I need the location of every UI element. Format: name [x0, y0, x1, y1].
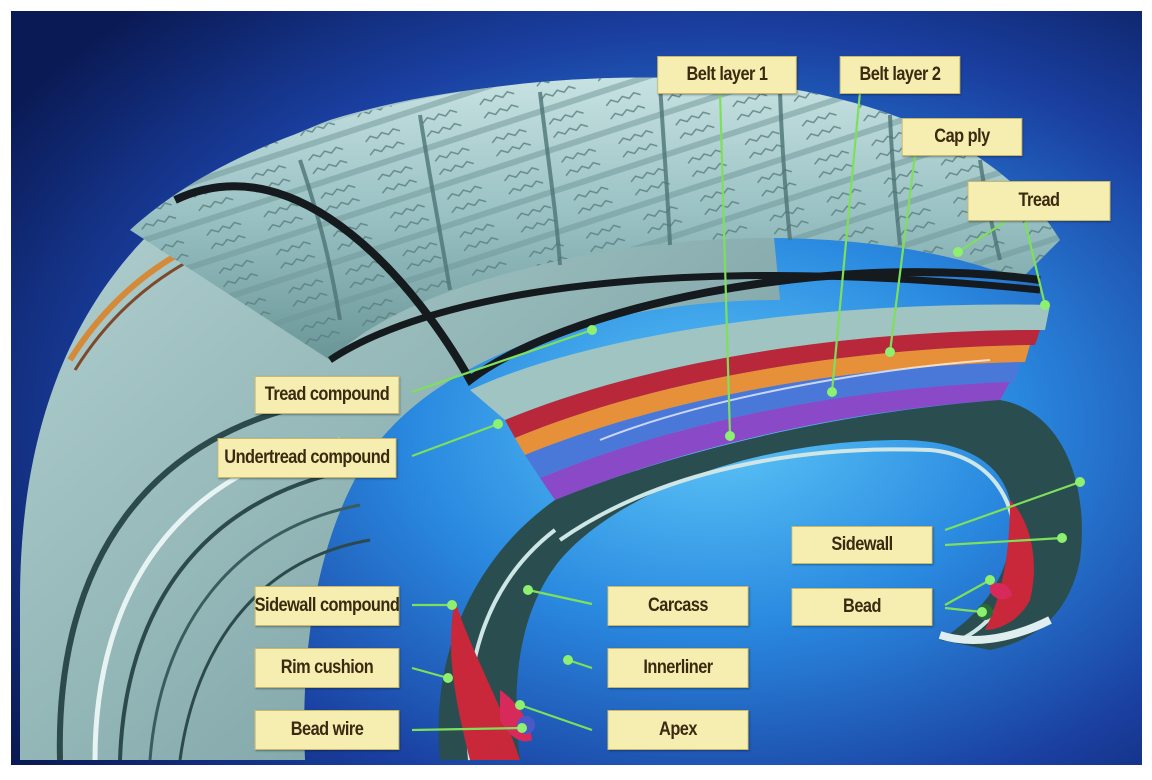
label-belt-layer-1: Belt layer 1 — [657, 56, 796, 94]
label-bead-wire: Bead wire — [255, 710, 399, 750]
label-tread: Tread — [968, 181, 1111, 221]
label-innerliner: Innerliner — [607, 648, 748, 688]
label-tread-compound: Tread compound — [255, 376, 399, 414]
label-bead: Bead — [791, 588, 932, 626]
label-apex: Apex — [607, 710, 748, 750]
label-sidewall: Sidewall — [791, 526, 932, 564]
label-sidewall-compound: Sidewall compound — [255, 586, 399, 626]
label-rim-cushion: Rim cushion — [255, 648, 399, 688]
label-belt-layer-2: Belt layer 2 — [840, 56, 960, 94]
label-carcass: Carcass — [607, 586, 748, 626]
label-undertread-compound: Undertread compound — [218, 438, 397, 478]
label-cap-ply: Cap ply — [902, 118, 1022, 156]
